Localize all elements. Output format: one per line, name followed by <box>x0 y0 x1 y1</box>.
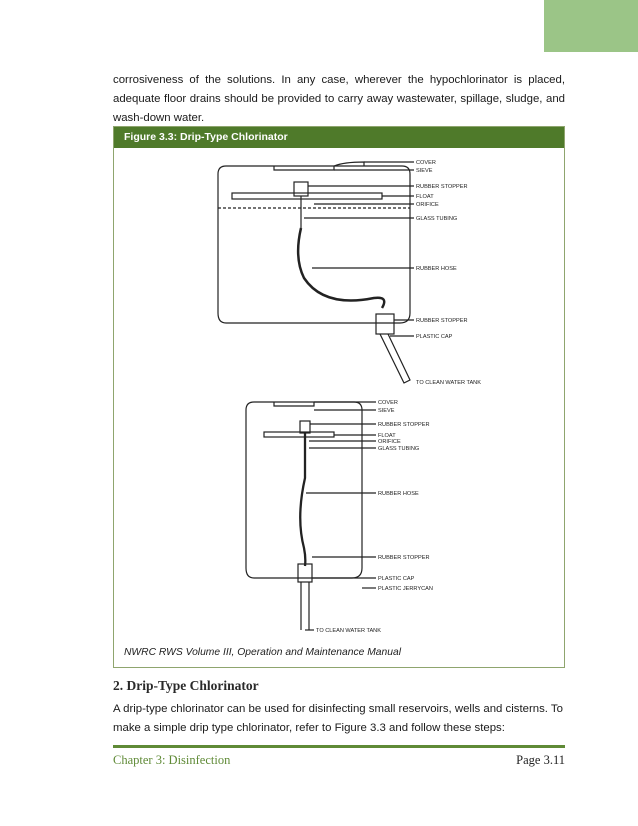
footer-rule <box>113 745 565 748</box>
label-glass-tubing: GLASS TUBING <box>416 216 457 222</box>
drip-chlorinator-diagram: COVER SIEVE RUBBER STOPPER FLOAT ORIFICE… <box>217 160 481 634</box>
lower-labels: COVER SIEVE RUBBER STOPPER FLOAT ORIFICE… <box>316 400 433 634</box>
label-plastic-cap-lower: PLASTIC CAP <box>378 576 415 582</box>
lower-stopper-top <box>299 420 311 434</box>
label-float: FLOAT <box>416 194 434 200</box>
label-rubber-stopper-lower-2: RUBBER STOPPER <box>378 555 430 561</box>
label-plastic-jerrycan: PLASTIC JERRYCAN <box>378 586 433 592</box>
lower-float <box>263 431 335 438</box>
label-orifice-lower: ORIFICE <box>378 439 401 445</box>
section-heading: 2. Drip-Type Chlorinator <box>113 678 259 693</box>
footer-page-number: Page 3.11 <box>516 753 565 767</box>
lower-stopper-bottom <box>297 563 313 583</box>
upper-outlet <box>379 333 411 384</box>
label-rubber-hose: RUBBER HOSE <box>416 266 457 272</box>
section-body: A drip-type chlorinator can be used for … <box>113 703 563 734</box>
label-rubber-hose-lower: RUBBER HOSE <box>378 491 419 497</box>
label-cover-lower: COVER <box>378 400 398 406</box>
figure-box: Figure 3.3: Drip-Type Chlorinator <box>113 126 565 668</box>
figure-title: Figure 3.3: Drip-Type Chlorinator <box>124 131 288 143</box>
label-rubber-stopper: RUBBER STOPPER <box>416 184 468 190</box>
label-glass-tubing-lower: GLASS TUBING <box>378 446 419 452</box>
body-paragraph-top: corrosiveness of the solutions. In any c… <box>113 74 565 124</box>
upper-labels: COVER SIEVE RUBBER STOPPER FLOAT ORIFICE… <box>416 160 481 386</box>
lower-outlet <box>300 582 310 630</box>
figure-source: NWRC RWS Volume III, Operation and Maint… <box>124 647 401 658</box>
label-sieve: SIEVE <box>416 168 433 174</box>
upper-stopper-top <box>293 181 309 197</box>
figure-title-bar: Figure 3.3: Drip-Type Chlorinator <box>114 127 564 148</box>
lower-cover <box>273 402 315 407</box>
lower-hose <box>299 433 307 567</box>
label-orifice: ORIFICE <box>416 202 439 208</box>
label-cover: COVER <box>416 160 436 166</box>
label-rubber-stopper-2: RUBBER STOPPER <box>416 318 468 324</box>
label-sieve-lower: SIEVE <box>378 408 395 414</box>
footer-chapter: Chapter 3: Disinfection <box>113 753 231 767</box>
upper-stopper-bottom <box>375 313 395 335</box>
upper-container <box>217 165 411 324</box>
label-float-lower: FLOAT <box>378 433 396 439</box>
label-plastic-cap: PLASTIC CAP <box>416 334 453 340</box>
upper-hose <box>296 227 386 309</box>
upper-cover <box>273 161 365 171</box>
label-rubber-stopper-lower: RUBBER STOPPER <box>378 422 430 428</box>
label-to-clean-water-tank: TO CLEAN WATER TANK <box>416 380 481 386</box>
corner-tab <box>544 0 638 52</box>
label-to-clean-water-tank-lower: TO CLEAN WATER TANK <box>316 628 381 634</box>
